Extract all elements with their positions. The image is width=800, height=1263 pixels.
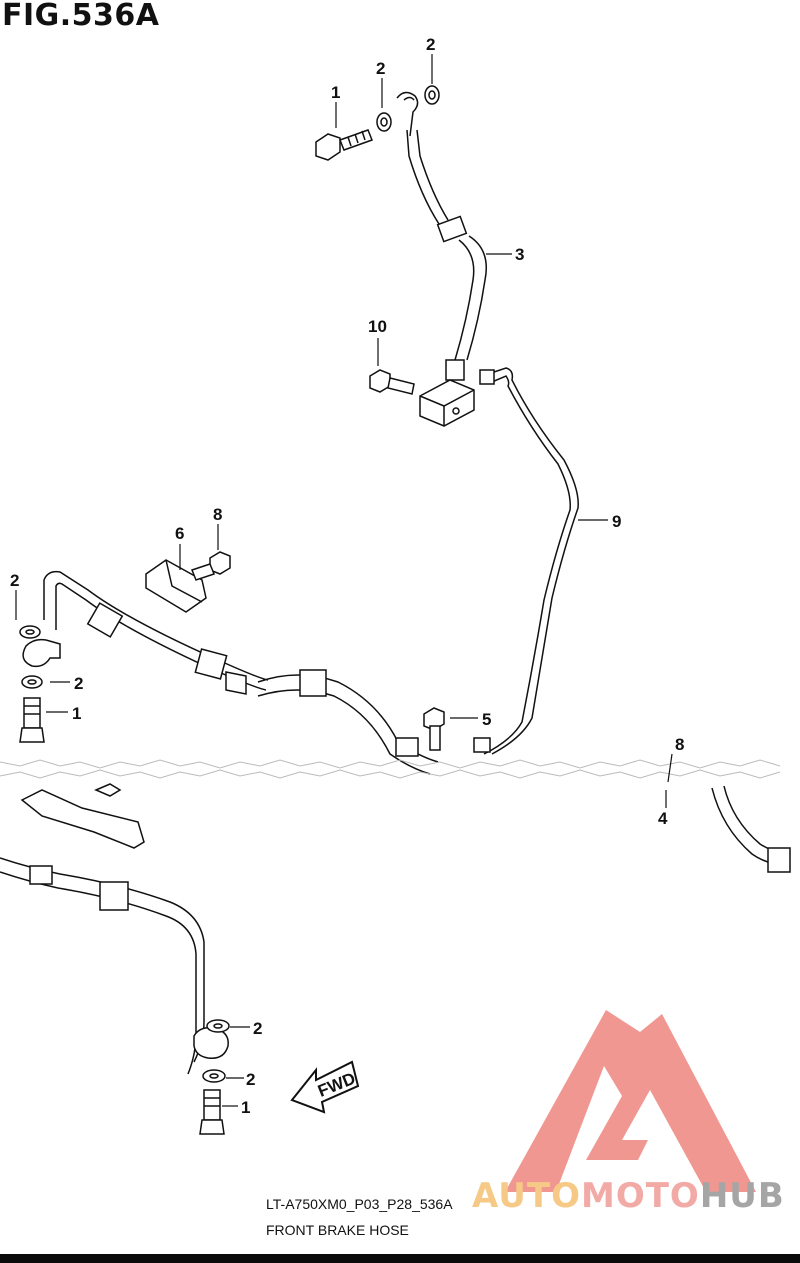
bolt-8-upper: [191, 551, 231, 581]
figure-title: FIG.536A: [2, 0, 160, 33]
watermark-logo: [505, 1010, 756, 1192]
callout-1-left: 1: [72, 704, 81, 723]
brake-hose-left-lower: [0, 857, 205, 1075]
watermark-auto: AUTO: [472, 1176, 581, 1216]
bolt-5: [423, 707, 445, 751]
callout-8-right: 8: [675, 735, 684, 754]
figure-code: LT-A750XM0_P03_P28_536A: [266, 1196, 453, 1212]
banjo-fitting-left-lower: [193, 1026, 229, 1059]
callout-9: 9: [612, 512, 621, 531]
callout-numbers: 1 2 2 3 10 9 6 8 2 2 1 5 8 4 2 2 1: [10, 35, 684, 1117]
washer-top-1: [376, 112, 392, 132]
leader-lines: [15, 54, 673, 1107]
callout-2-top-a: 2: [376, 59, 385, 78]
banjo-bolt-left-lower: [199, 1089, 225, 1135]
callout-10: 10: [368, 317, 387, 336]
bolt-10: [369, 369, 415, 395]
callout-2-lower-b: 2: [246, 1070, 255, 1089]
callout-2-top-b: 2: [426, 35, 435, 54]
brake-hose-upper: [396, 91, 487, 381]
callout-5: 5: [482, 710, 491, 729]
callout-3: 3: [515, 245, 524, 264]
washer-left-lower-2: [202, 1069, 226, 1083]
washer-left-lower-1: [206, 1019, 230, 1033]
callout-6: 6: [175, 524, 184, 543]
watermark-moto: MOTO: [580, 1176, 700, 1216]
clamp-bracket-lower: [20, 783, 145, 849]
washer-left-upper-2: [21, 675, 43, 689]
brake-pipe: [473, 367, 579, 755]
callout-2-left-a: 2: [10, 571, 19, 590]
watermark-text: AUTOMOTOHUB: [472, 1176, 785, 1216]
torn-separator: [0, 759, 781, 779]
callout-2-lower-a: 2: [253, 1019, 262, 1038]
banjo-bolt-left-upper: [19, 697, 45, 743]
banjo-bolt-top: [315, 129, 373, 161]
callout-1-top: 1: [331, 83, 340, 102]
clamp-bracket: [145, 559, 207, 613]
washer-left-upper-1: [19, 625, 41, 639]
brake-hose-left-upper: [43, 570, 439, 775]
junction-block: [419, 379, 475, 427]
washer-top-2: [424, 85, 440, 105]
callout-1-lower: 1: [241, 1098, 250, 1117]
watermark-hub: HUB: [699, 1176, 785, 1216]
banjo-fitting-left-upper: [22, 638, 61, 668]
bottom-bar: [0, 1254, 800, 1263]
brake-hose-right-lower: [711, 785, 791, 873]
callout-2-left-b: 2: [74, 674, 83, 693]
callout-8-upper: 8: [213, 505, 222, 524]
fwd-arrow: FWD: [290, 1060, 360, 1114]
callout-4: 4: [658, 809, 668, 828]
figure-caption: FRONT BRAKE HOSE: [266, 1222, 409, 1238]
